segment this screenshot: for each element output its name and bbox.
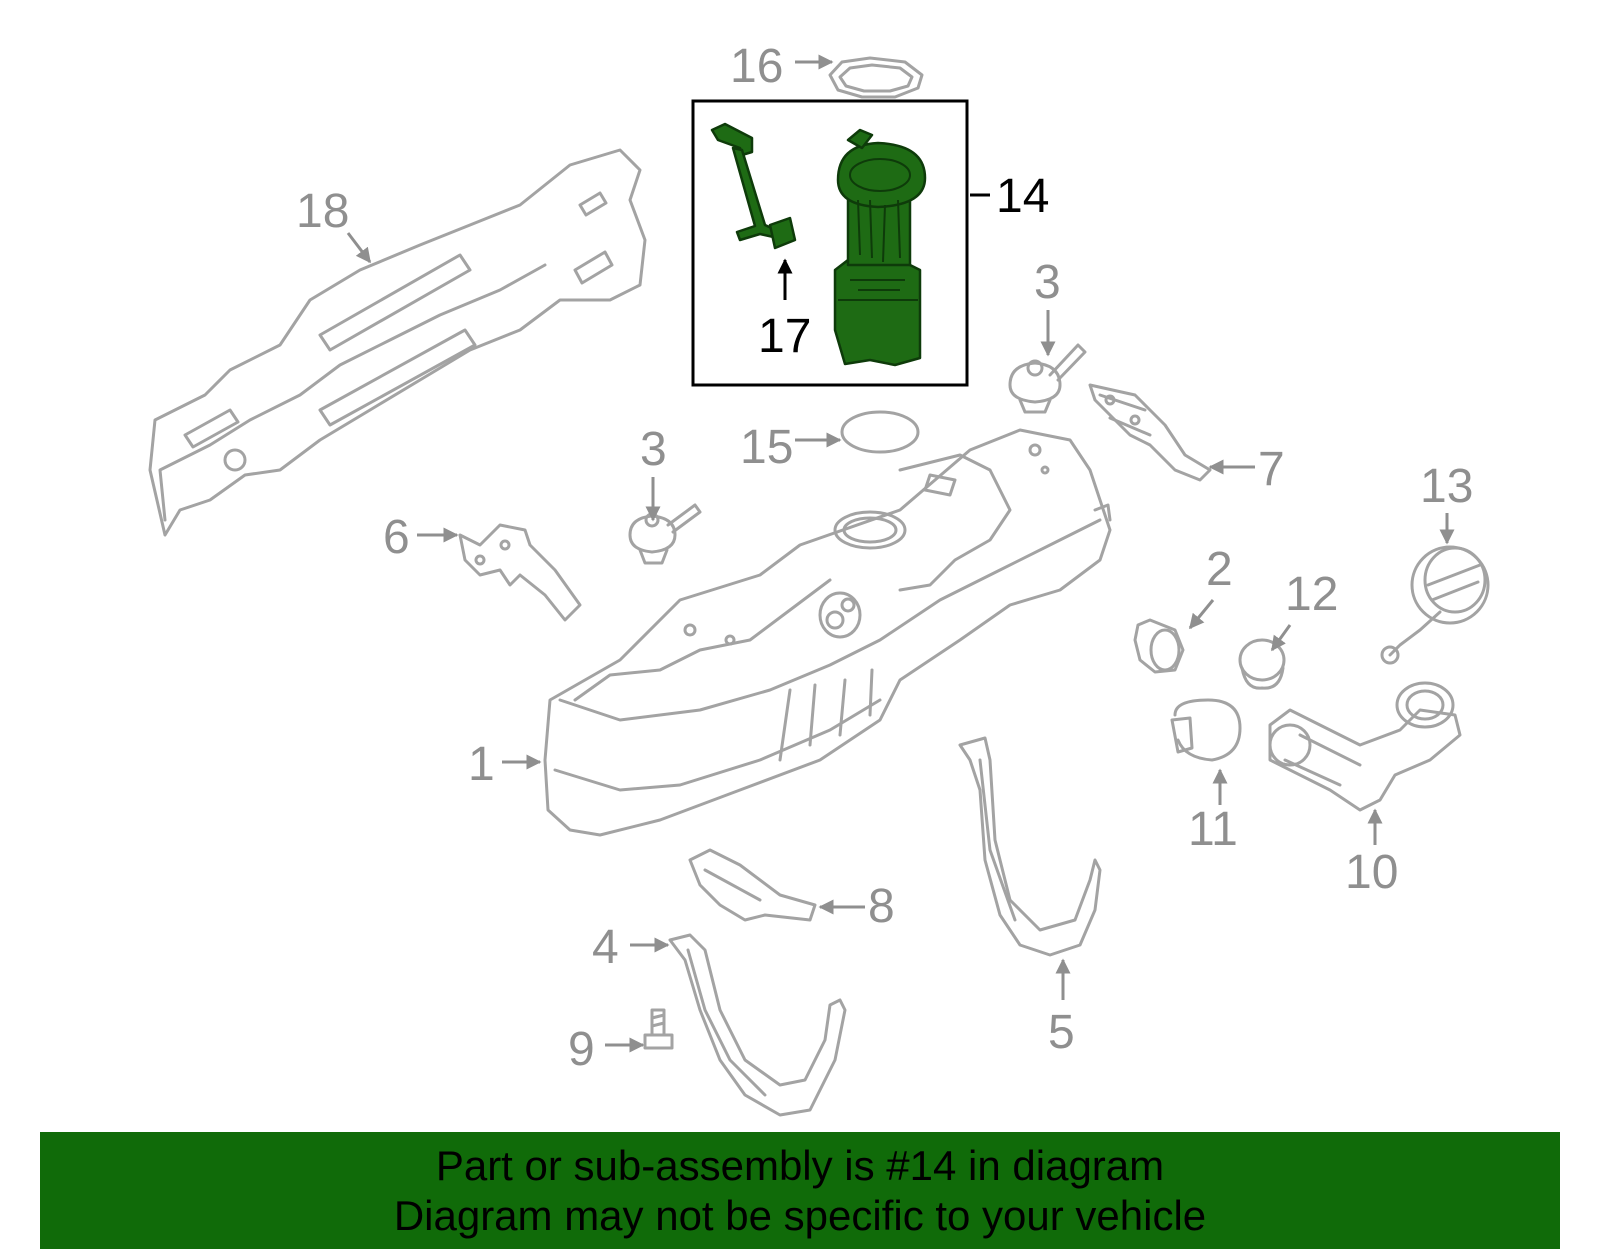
callout-3-right: 3 (1034, 256, 1061, 309)
callout-15: 15 (740, 421, 793, 474)
fuel-cap (1380, 545, 1490, 665)
heat-shield (148, 148, 647, 537)
callout-2: 2 (1206, 543, 1233, 596)
bracket-7 (1088, 383, 1212, 482)
callout-17: 17 (758, 310, 811, 363)
o-ring-seal (840, 410, 920, 454)
callout-11: 11 (1188, 803, 1238, 856)
callout-3-left: 3 (640, 423, 667, 476)
vent-valve-left (628, 503, 702, 565)
bracket-8 (688, 848, 817, 922)
hose-clamp-11 (1170, 698, 1242, 762)
fuel-pump-box (691, 99, 969, 387)
callout-9: 9 (568, 1023, 595, 1076)
bracket-6 (458, 523, 582, 622)
callout-14: 14 (996, 170, 1049, 223)
callout-12: 12 (1285, 568, 1338, 621)
tank-strap-4 (668, 933, 847, 1117)
callout-18: 18 (296, 185, 349, 238)
callout-16: 16 (730, 40, 783, 93)
lock-ring (828, 56, 924, 99)
callout-13: 13 (1420, 460, 1473, 513)
callout-1: 1 (468, 738, 495, 791)
callout-10: 10 (1345, 846, 1398, 899)
tank-strap-5 (958, 736, 1102, 957)
filler-pipe (1268, 681, 1462, 812)
banner-line-2: Diagram may not be specific to your vehi… (393, 1191, 1207, 1239)
fuel-pump-module[interactable] (833, 128, 927, 367)
vent-valve-right (1008, 343, 1087, 414)
callout-8: 8 (868, 880, 895, 933)
bolt-9 (643, 1008, 674, 1050)
banner-line-1: Part or sub-assembly is #14 in diagram (435, 1141, 1165, 1189)
callout-7: 7 (1258, 443, 1285, 496)
fuel-sending-unit[interactable] (710, 122, 797, 250)
callout-4: 4 (592, 921, 619, 974)
fuel-tank (543, 428, 1112, 837)
callout-5: 5 (1048, 1006, 1075, 1059)
hose-clamp-2 (1133, 618, 1185, 674)
callout-6: 6 (383, 511, 410, 564)
info-banner: Part or sub-assembly is #14 in diagram D… (40, 1132, 1560, 1249)
hose-clamp-12 (1238, 638, 1286, 690)
